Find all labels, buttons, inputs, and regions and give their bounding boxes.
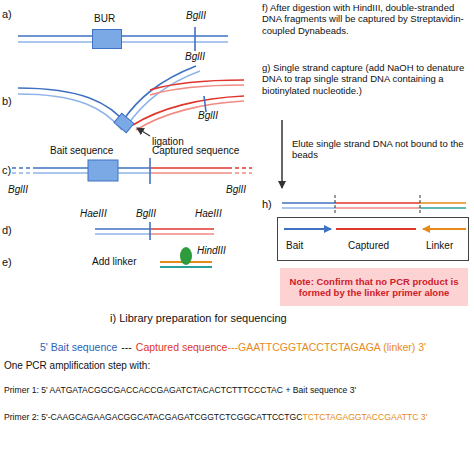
junction-mark — [420, 195, 421, 215]
dna-strand — [95, 233, 150, 235]
result-box: Bait Captured Linker — [277, 217, 469, 261]
site-label: BglII — [186, 10, 206, 22]
dna-strand — [282, 207, 335, 209]
sequence-part: --- — [121, 341, 132, 354]
panel-letter: d) — [2, 224, 12, 237]
biotin-oval — [180, 247, 192, 265]
dna-strand — [150, 233, 214, 235]
site-tick — [194, 27, 196, 51]
panel-letter: e) — [2, 256, 12, 269]
dna-strand — [18, 35, 228, 37]
ligation-arrow — [137, 128, 150, 136]
dna-strand — [228, 167, 252, 169]
dna-strand — [335, 202, 420, 204]
linker-strand — [420, 202, 466, 204]
primer-sequence: TCTCTAGAGGTACCGAATTC 3' — [302, 412, 427, 422]
node-text: Note: Confirm that no PCR product is for… — [286, 276, 462, 299]
dna-strand — [150, 85, 244, 95]
node-text: BUR — [94, 13, 115, 25]
text-line: Primer 2: 5'-CAAGCAGAAGACGGCATACGAGATCGG… — [4, 405, 427, 424]
dna-strand — [127, 71, 200, 126]
section-heading: i) Library preparation for sequencing — [110, 312, 287, 325]
step-text: Elute single strand DNA not bound to the… — [292, 138, 464, 161]
bur-box: BUR — [92, 29, 122, 49]
sequence-part: 5' Bait sequence — [40, 341, 117, 354]
dna-strand — [282, 202, 335, 204]
dna-strand — [18, 94, 122, 130]
step-text: f) After digestion with HindIII, double-… — [262, 2, 470, 36]
primer-sequence: Primer 2: 5'-CAAGCAGAAGACGGCATACGAGATCGG… — [4, 412, 302, 422]
site-label: HaeIII — [80, 208, 107, 220]
dna-strand — [12, 167, 34, 169]
linker-strand — [420, 207, 466, 209]
site-label: BglII — [198, 110, 218, 122]
dna-strand — [122, 66, 196, 122]
site-label: HaeIII — [195, 208, 222, 220]
note-box: Note: Confirm that no PCR product is for… — [280, 268, 468, 306]
primer-sequence: Primer 1: 5' AATGATACGGCGACCACCGAGATCTAC… — [4, 385, 356, 395]
panel-letter: c) — [2, 164, 11, 177]
dna-strand — [335, 207, 420, 209]
flow-arrow — [281, 120, 283, 188]
site-tick — [149, 222, 151, 240]
site-label: BglII — [185, 51, 205, 63]
site-tick — [149, 158, 151, 184]
dna-strand — [150, 167, 228, 169]
site-label: BglII — [8, 184, 28, 196]
step-label: Add linker — [92, 256, 136, 268]
region-label: Captured sequence — [152, 145, 239, 157]
region-label: Bait sequence — [50, 145, 113, 157]
bur-box — [88, 160, 118, 181]
dna-strand — [150, 172, 228, 174]
site-label: BglII — [136, 208, 156, 220]
panel-letter: h) — [262, 198, 272, 211]
sequence-part: Captured sequence — [136, 341, 228, 354]
bait-arrow — [284, 228, 331, 230]
dna-strand — [136, 101, 244, 130]
captured-line — [336, 228, 416, 230]
dna-strand — [18, 41, 228, 43]
dna-strand — [133, 96, 244, 125]
panel-letter: b) — [2, 95, 12, 108]
site-label: BglII — [226, 184, 246, 196]
dna-strand — [150, 228, 214, 230]
node-text: Captured — [348, 240, 389, 252]
text-line: 5' Bait sequence --- Captured sequence---G… — [40, 336, 426, 355]
bur-box — [114, 113, 134, 132]
panel-letter: a) — [2, 8, 12, 21]
site-tick — [204, 96, 206, 112]
dna-strand — [95, 228, 150, 230]
linker-strand — [160, 266, 212, 268]
linker-arrow — [423, 228, 466, 230]
junction-mark — [335, 195, 336, 215]
sequence-part: ---GAATTCGGTACCTCTAGAGA (linker) 3' — [227, 341, 426, 354]
dna-strand — [228, 172, 252, 174]
site-label: HindIII — [197, 245, 226, 257]
dna-strand — [12, 172, 34, 174]
step-text: g) Single strand capture (add NaOH to de… — [262, 62, 470, 96]
node-text: Linker — [426, 240, 453, 252]
step-text: One PCR amplification step with: — [4, 360, 150, 372]
node-text: Bait — [286, 240, 303, 252]
